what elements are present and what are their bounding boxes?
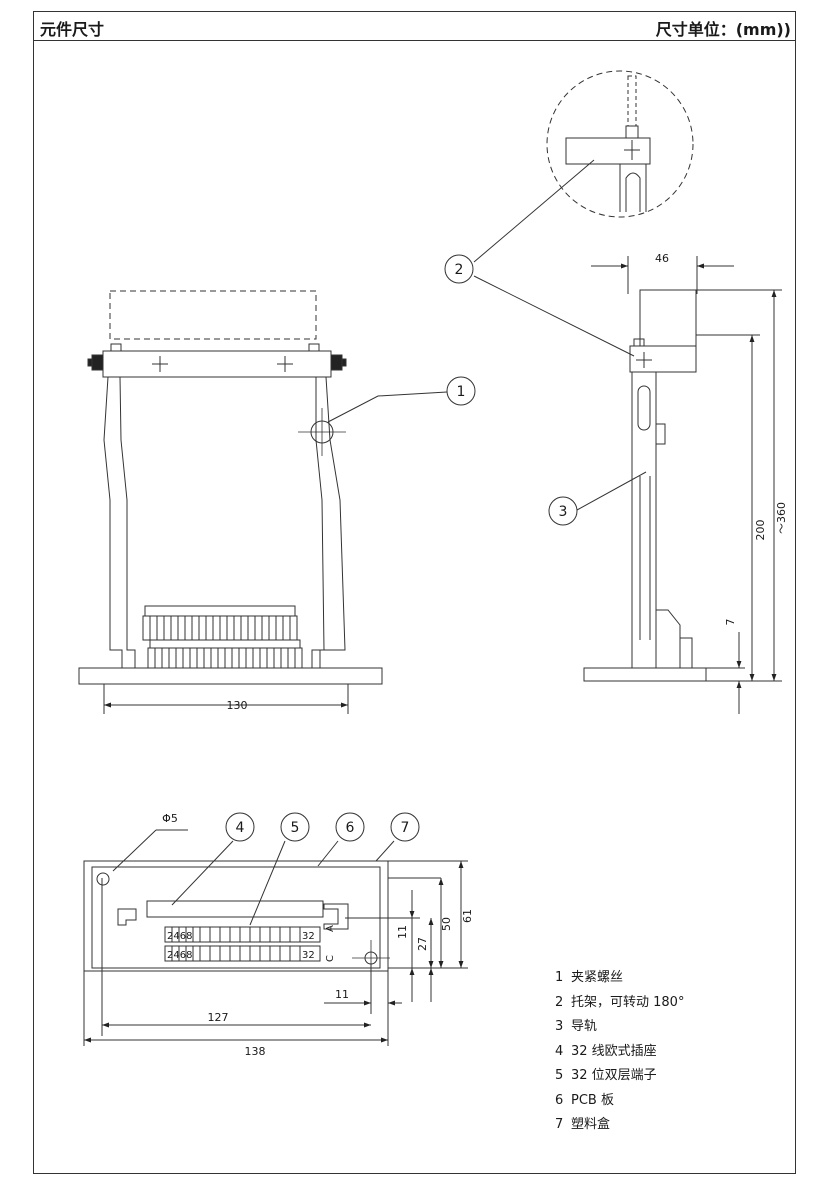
leader-3 [576, 471, 647, 511]
callout-3 [548, 496, 578, 526]
dim-text-61: 61 [461, 909, 474, 923]
dim-text-11-horizontal: 11 [335, 988, 349, 1001]
drawing-frame: 元件尺寸 尺寸单位：(mm)) [33, 11, 796, 1174]
callout-label-4: 4 [236, 820, 245, 836]
dim-text-127: 127 [208, 1011, 229, 1024]
clamp-tab-left [110, 343, 122, 352]
leader-7 [375, 840, 395, 862]
dim-text-138: 138 [245, 1045, 266, 1058]
terminal-label-top-right: 32 [302, 931, 315, 942]
bar-screw-left [91, 354, 104, 371]
leader-phi5 [112, 829, 157, 872]
euro-socket-body [146, 900, 324, 918]
front-view [78, 290, 383, 714]
bottom-view [83, 829, 468, 1046]
guide-rail [631, 372, 657, 668]
dim-text-130: 130 [227, 699, 248, 712]
pcb-side [639, 289, 697, 347]
callout-1 [446, 376, 476, 406]
callout-label-7: 7 [401, 820, 410, 836]
leader-6 [317, 840, 339, 867]
leader-5 [249, 840, 286, 926]
callout-label-2: 2 [455, 262, 464, 278]
dim-text-46: 46 [655, 252, 669, 265]
callout-4 [225, 812, 255, 842]
callout-5 [280, 812, 310, 842]
top-clamp-bar [102, 350, 332, 378]
side-screw [655, 423, 666, 445]
upright-right-outer [319, 376, 346, 668]
leader-2b [473, 275, 635, 357]
side-view [473, 256, 782, 714]
dim-text-11-vertical: 11 [396, 925, 409, 939]
dim-text-27: 27 [416, 937, 429, 951]
terminal-row-top [164, 926, 321, 943]
pcb-outline-dashed [109, 290, 317, 340]
mount-hole-left [96, 872, 110, 886]
row-label-c: C [325, 955, 336, 962]
callout-label-3: 3 [559, 504, 568, 520]
bar-screw-right [330, 354, 343, 371]
unit-label: 尺寸单位：(mm)) [655, 20, 791, 39]
cross-mark-left [152, 356, 168, 372]
callout-6 [335, 812, 365, 842]
base-plate-front [78, 667, 383, 685]
dim-text-200: 200 [754, 520, 767, 541]
leader-1 [327, 391, 448, 423]
header-bar: 元件尺寸 尺寸单位：(mm)) [34, 12, 795, 41]
callout-7 [390, 812, 420, 842]
leader-2a [473, 159, 595, 263]
terminal-label-bottom-right: 32 [302, 950, 315, 961]
base-plate-side [583, 667, 707, 682]
callout-label-6: 6 [346, 820, 355, 836]
plastic-box-outline [83, 860, 389, 972]
rail-slot [637, 385, 651, 431]
terminal-block-front [142, 605, 303, 669]
terminal-label-top-left: 2468 [167, 931, 192, 942]
detail-view [473, 70, 694, 263]
dim-text-360: ～360 [775, 502, 788, 534]
section-title: 元件尺寸 [40, 20, 105, 39]
row-label-a: A [325, 925, 336, 932]
terminal-label-bottom-left: 2468 [167, 950, 192, 961]
upright-left-outer [103, 376, 123, 668]
callout-label-1: 1 [457, 384, 466, 400]
upright-right-inner [311, 377, 325, 668]
dim-text-7: 7 [724, 619, 737, 626]
terminal-row-bottom [164, 945, 321, 962]
bracket-side [629, 345, 697, 373]
upright-left-inner [119, 376, 136, 668]
callout-2 [444, 254, 474, 284]
leader-4 [171, 840, 234, 906]
cross-mark-right [277, 356, 293, 372]
dim-text-phi5: Φ5 [162, 812, 178, 825]
detail-circle [546, 70, 694, 218]
bracket-detail [565, 137, 651, 165]
clamp-tab-right [308, 343, 320, 352]
dim-text-50: 50 [440, 917, 453, 931]
callout-label-5: 5 [291, 820, 300, 836]
